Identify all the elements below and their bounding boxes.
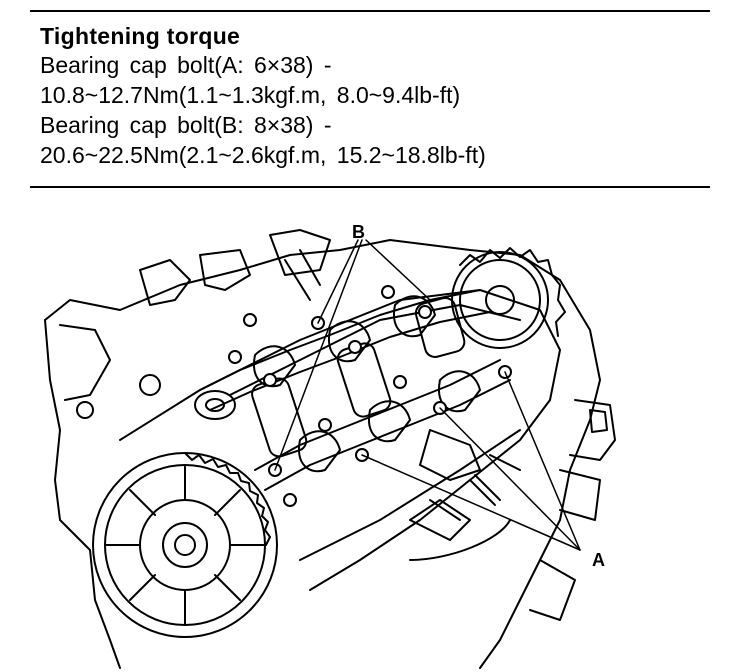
callout-b: B	[352, 222, 365, 242]
torque-spec-box: Tightening torque Bearing cap bolt(A: 6×…	[30, 10, 710, 188]
cylinder-head-deck	[119, 289, 561, 591]
leader-lines-a	[361, 371, 581, 551]
spec-line-bolt-b: Bearing cap bolt(B: 8×38) -	[40, 112, 332, 138]
callout-a: A	[592, 550, 605, 570]
timing-chain-sprocket	[451, 247, 566, 349]
leader-lines-b	[274, 239, 431, 471]
spec-title: Tightening torque	[40, 23, 241, 49]
cam-gear	[92, 452, 278, 638]
camshaft-bearing-cap-illustration: B A	[44, 222, 616, 669]
studs	[409, 454, 521, 561]
spec-line-torque-a: 10.8~12.7Nm(1.1~1.3kgf.m, 8.0~9.4lb-ft)	[40, 82, 461, 108]
spec-line-torque-b: 20.6~22.5Nm(2.1~2.6kgf.m, 15.2~18.8lb-ft…	[40, 142, 486, 168]
spec-line-bolt-a: Bearing cap bolt(A: 6×38) -	[40, 52, 332, 78]
camshaft-intake	[251, 342, 511, 491]
engine-block-outline	[44, 229, 616, 669]
